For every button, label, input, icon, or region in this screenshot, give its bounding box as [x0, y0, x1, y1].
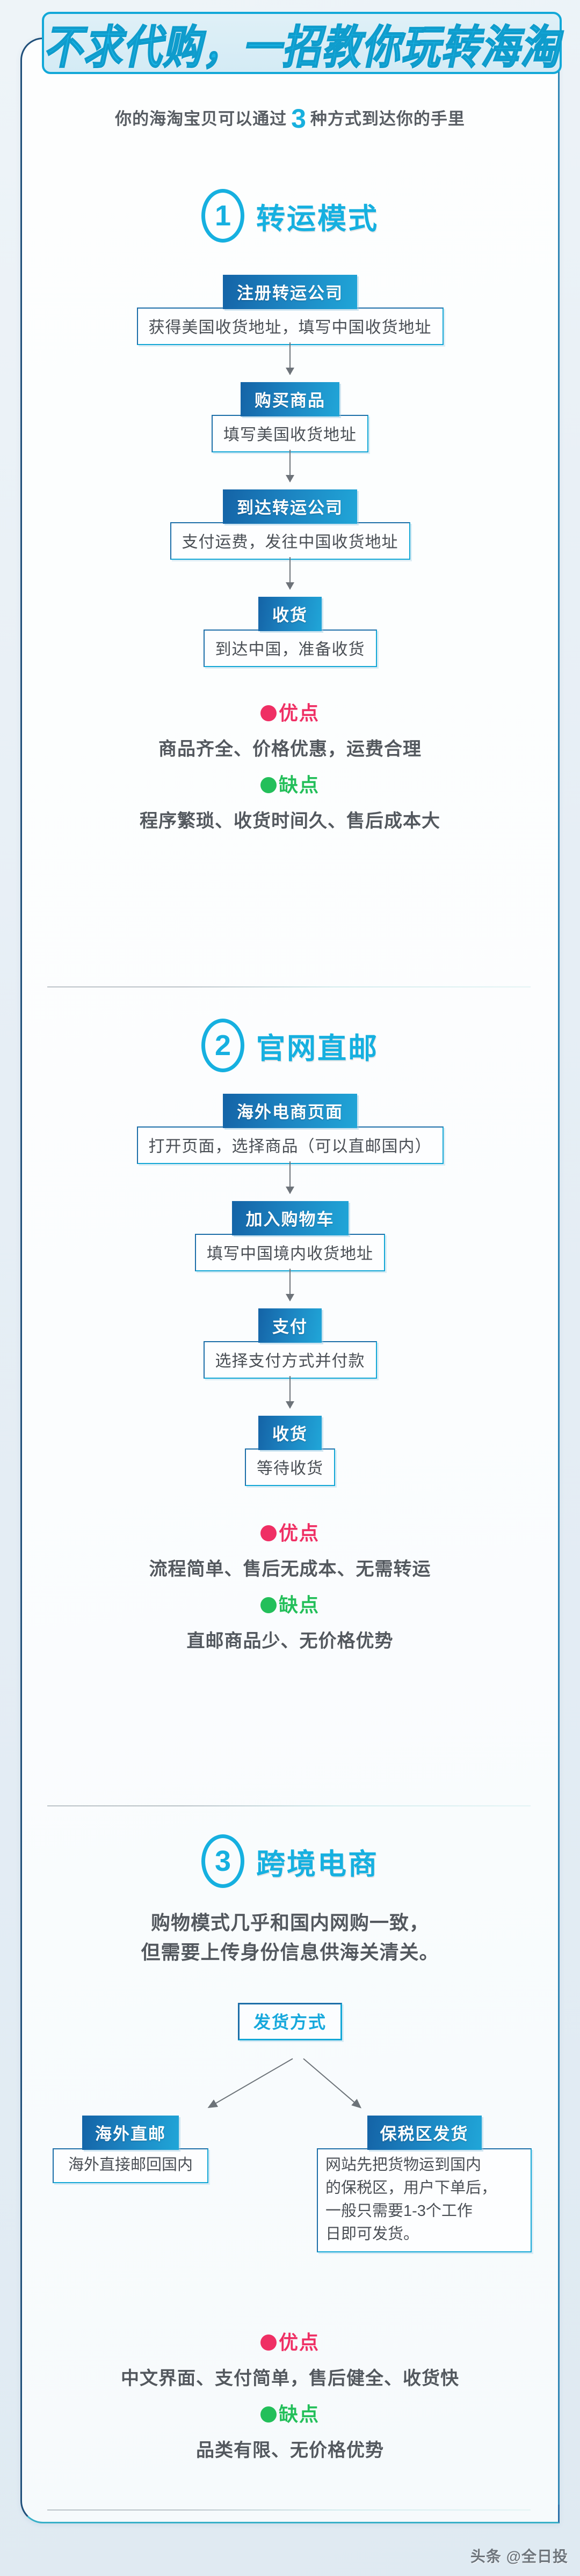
step-body: 选择支付方式并付款	[203, 1341, 377, 1379]
step-body: 填写美国收货地址	[212, 415, 368, 452]
flow-arrow	[289, 1161, 291, 1194]
pros-label-text: 优点	[278, 702, 320, 724]
cons-label-3: 缺点	[0, 2399, 580, 2427]
section-title-1: 转运模式	[256, 202, 379, 235]
step-2-4: 收货 等待收货	[0, 1416, 580, 1486]
pros-bullet-icon	[260, 705, 277, 721]
section-divider-2	[47, 1805, 531, 1806]
cons-bullet-icon	[260, 1597, 277, 1613]
card-right-edge	[558, 60, 560, 2505]
flow-arrow	[289, 1376, 291, 1408]
branch-right: 保税区发货 网站先把货物运到国内 的保税区，用户下单后， 一般只需要1-3个工作…	[311, 2116, 537, 2252]
branch-right-body-line-1: 网站先把货物运到国内	[325, 2156, 482, 2174]
intro-line-2: 但需要上传身份信息供海关清关。	[141, 1941, 439, 1963]
section-divider-1	[47, 986, 531, 987]
pros-text-1: 商品齐全、价格优惠，运费合理	[158, 739, 422, 759]
step-body: 等待收货	[245, 1448, 335, 1486]
subtitle-count: 3	[291, 104, 306, 134]
step-body: 支付运费，发往中国收货地址	[170, 522, 410, 560]
pros-bullet-icon	[260, 2334, 277, 2351]
step-1-1: 注册转运公司 获得美国收货地址，填写中国收货地址	[0, 275, 580, 345]
flow-arrow	[289, 557, 291, 589]
intro-line-1: 购物模式几乎和国内网购一致，	[150, 1912, 429, 1934]
footer-watermark: 头条 @全日投	[470, 2548, 568, 2565]
cons-label-2: 缺点	[0, 1590, 580, 1618]
pros-label-1: 优点	[0, 698, 580, 726]
cons-label-text: 缺点	[278, 2403, 320, 2425]
banner-title: 不求代购，一招教你玩转海淘	[43, 21, 561, 74]
branch-right-body-line-2: 的保税区，用户下单后，	[325, 2179, 497, 2197]
step-body: 填写中国境内收货地址	[195, 1234, 385, 1271]
step-head: 注册转运公司	[223, 275, 357, 309]
pros-label-3: 优点	[0, 2327, 580, 2355]
step-body: 打开页面，选择商品（可以直邮国内）	[136, 1126, 444, 1164]
step-1-3: 到达转运公司 支付运费，发往中国收货地址	[0, 489, 580, 560]
branch-right-body-line-4: 日即可发货。	[325, 2225, 419, 2243]
pros-label-text: 优点	[278, 1522, 320, 1544]
flow-arrow	[289, 1269, 291, 1301]
step-2-3: 支付 选择支付方式并付款	[0, 1308, 580, 1379]
cons-bullet-icon	[260, 2406, 277, 2423]
step-head: 支付	[258, 1308, 322, 1343]
step-2-1: 海外电商页面 打开页面，选择商品（可以直邮国内）	[0, 1094, 580, 1164]
cons-label-text: 缺点	[278, 774, 320, 796]
pros-bullet-icon	[260, 1525, 277, 1541]
step-head: 海外电商页面	[223, 1094, 357, 1128]
branch-left: 海外直邮 海外直接邮回国内	[42, 2116, 219, 2183]
branch-arrows	[207, 2058, 362, 2109]
branch-left-head: 海外直邮	[82, 2116, 179, 2150]
cons-label-text: 缺点	[278, 1594, 320, 1616]
section-title-3: 跨境电商	[256, 1848, 379, 1880]
subtitle-before: 你的海淘宝贝可以通过	[115, 109, 287, 128]
step-head: 收货	[258, 597, 322, 631]
step-head: 购买商品	[241, 382, 339, 416]
section-divider-3	[47, 2509, 531, 2511]
section-heading-3: 3 跨境电商	[0, 1834, 580, 1888]
step-head: 加入购物车	[231, 1201, 349, 1235]
branch-left-body: 海外直接邮回国内	[53, 2148, 208, 2183]
step-body: 获得美国收货地址，填写中国收货地址	[136, 308, 444, 345]
step-body: 到达中国，准备收货	[203, 630, 377, 667]
cons-bullet-icon	[260, 777, 277, 793]
branch-right-body: 网站先把货物运到国内 的保税区，用户下单后， 一般只需要1-3个工作 日即可发货…	[317, 2148, 532, 2252]
section-number-3: 3	[201, 1834, 244, 1888]
pros-label-text: 优点	[278, 2331, 320, 2353]
section-heading-1: 1 转运模式	[0, 189, 580, 243]
cons-text-2: 直邮商品少、无价格优势	[186, 1631, 394, 1651]
cons-text-3: 品类有限、无价格优势	[196, 2440, 384, 2461]
cons-text-1: 程序繁琐、收货时间久、售后成本大	[140, 811, 440, 831]
branch-right-head: 保税区发货	[367, 2116, 482, 2150]
step-1-2: 购买商品 填写美国收货地址	[0, 382, 580, 452]
title-banner: 不求代购，一招教你玩转海淘	[42, 12, 562, 74]
branch-top-box: 发货方式	[237, 2003, 343, 2040]
section-title-2: 官网直邮	[256, 1032, 379, 1065]
step-head: 到达转运公司	[223, 489, 357, 524]
pros-label-2: 优点	[0, 1518, 580, 1546]
branch-right-body-line-3: 一般只需要1-3个工作	[325, 2202, 473, 2220]
step-head: 收货	[258, 1416, 322, 1450]
section-number-2: 2	[201, 1019, 244, 1072]
flow-arrow	[289, 342, 291, 375]
step-2-2: 加入购物车 填写中国境内收货地址	[0, 1201, 580, 1271]
subtitle-after: 种方式到达你的手里	[310, 109, 465, 128]
section-3-intro: 购物模式几乎和国内网购一致， 但需要上传身份信息供海关清关。	[0, 1908, 580, 1967]
pros-text-3: 中文界面、支付简单，售后健全、收货快	[121, 2368, 459, 2389]
section-number-1: 1	[201, 189, 244, 243]
cons-label-1: 缺点	[0, 770, 580, 797]
section-heading-2: 2 官网直邮	[0, 1019, 580, 1072]
flow-arrow	[289, 450, 291, 482]
pros-text-2: 流程简单、售后无成本、无需转运	[149, 1559, 431, 1579]
step-1-4: 收货 到达中国，准备收货	[0, 597, 580, 667]
